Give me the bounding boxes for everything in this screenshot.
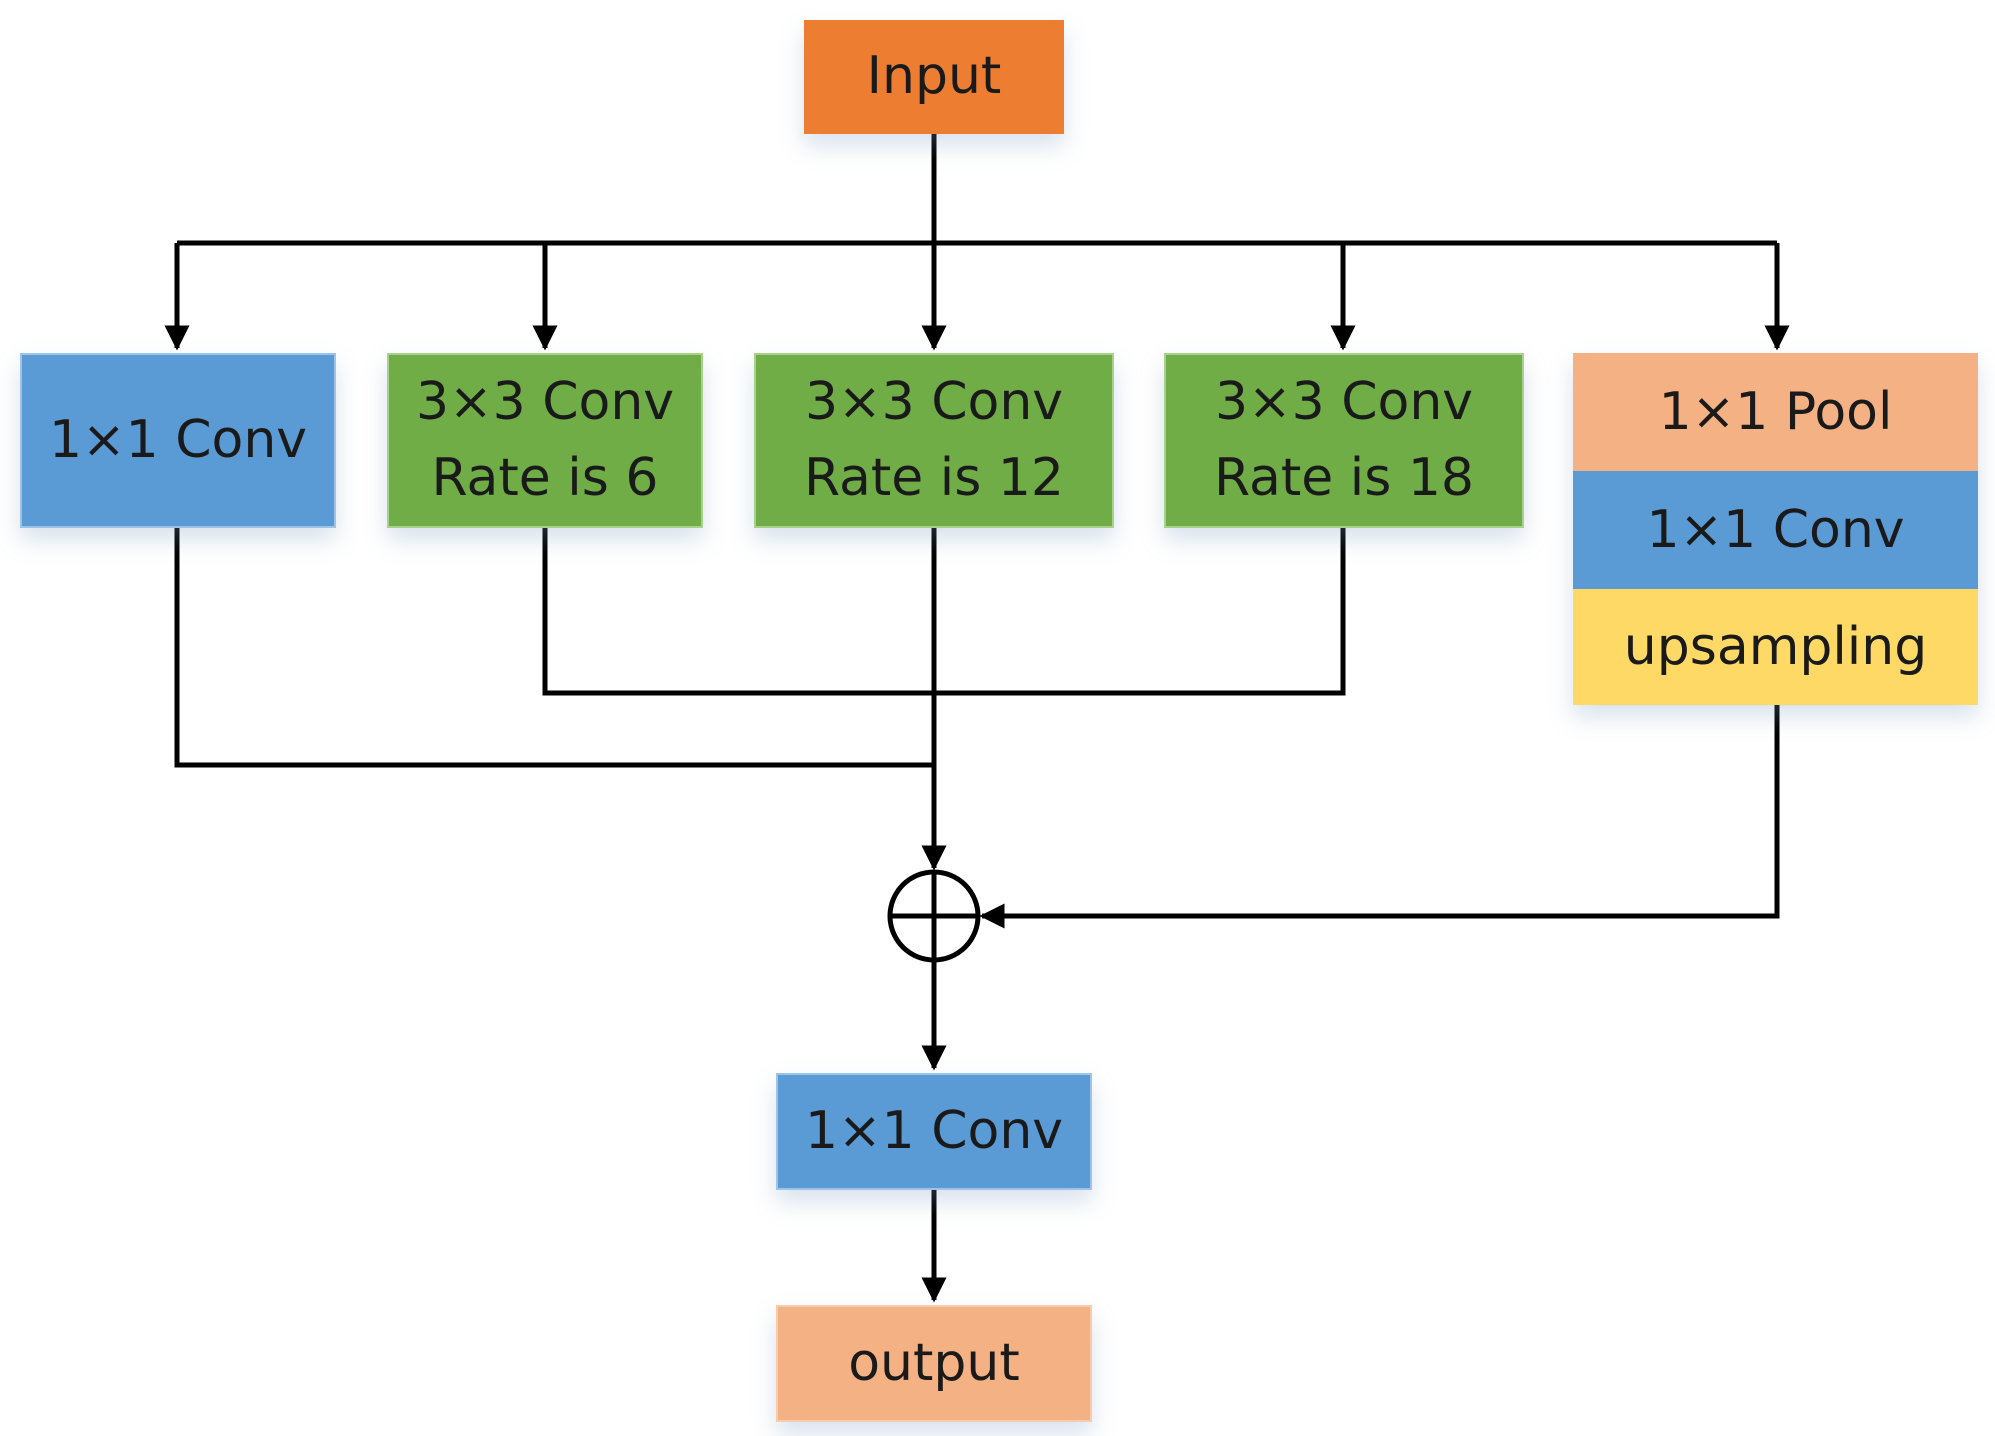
branch-3-line2: Rate is 12 <box>804 447 1064 508</box>
branch-4-line2: Rate is 18 <box>1214 447 1474 508</box>
pool-branch-stack: 1×1 Pool 1×1 Conv upsampling <box>1573 353 1978 705</box>
pool-segment: 1×1 Pool <box>1573 353 1978 471</box>
branch-1-line1: 1×1 Conv <box>48 409 308 470</box>
branch-2-line1: 3×3 Conv <box>415 372 675 433</box>
branch-atrous-rate-12-node: 3×3 Conv Rate is 12 <box>754 353 1114 528</box>
branch-2-line2: Rate is 6 <box>431 447 659 508</box>
upsampling-segment: upsampling <box>1573 589 1978 705</box>
pool-conv-label: 1×1 Conv <box>1646 500 1905 560</box>
branch-3-line1: 3×3 Conv <box>804 372 1064 433</box>
fusion-1x1-conv-node: 1×1 Conv <box>776 1073 1092 1190</box>
input-node: Input <box>804 20 1064 134</box>
pool-label: 1×1 Pool <box>1658 382 1893 442</box>
branch-1x1-conv-node: 1×1 Conv <box>20 353 336 528</box>
pool-conv-segment: 1×1 Conv <box>1573 471 1978 589</box>
branch-4-merge-line <box>934 528 1346 696</box>
output-label: output <box>848 1332 1020 1393</box>
output-node: output <box>776 1305 1092 1422</box>
input-label: Input <box>866 46 1002 107</box>
upsampling-label: upsampling <box>1623 617 1928 677</box>
fusion-conv-label: 1×1 Conv <box>804 1100 1064 1161</box>
branch-atrous-rate-18-node: 3×3 Conv Rate is 18 <box>1164 353 1524 528</box>
branch-4-line1: 3×3 Conv <box>1214 372 1474 433</box>
pool-branch-to-adder-line <box>979 705 1780 929</box>
branch-1-merge-line <box>174 528 934 768</box>
branch-2-merge-line <box>542 528 934 696</box>
branch-atrous-rate-6-node: 3×3 Conv Rate is 6 <box>387 353 703 528</box>
